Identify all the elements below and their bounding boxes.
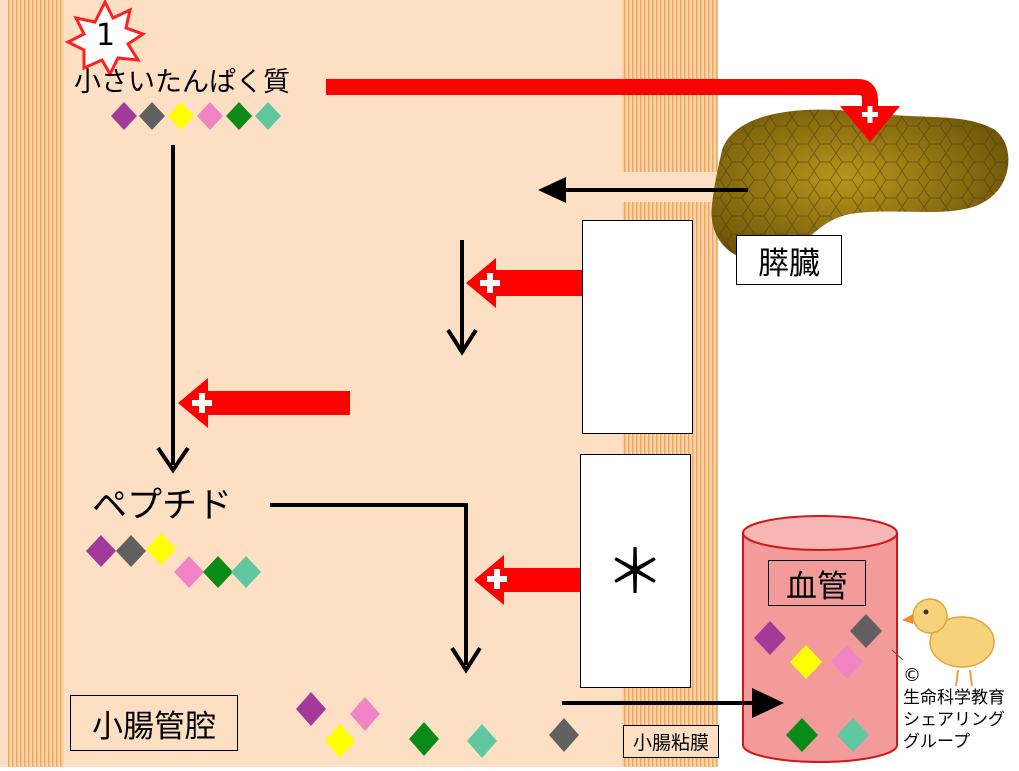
- enzyme-box-upper: [582, 220, 693, 434]
- arrow-protein-to-peptide-head: [156, 446, 190, 474]
- credit-line-3: グループ: [903, 732, 970, 752]
- arrow-peptide-down-head: [450, 646, 482, 674]
- plus-icon: [487, 569, 507, 589]
- blood-vessel-illustration: [742, 515, 898, 763]
- amino-acids-peptide: [86, 533, 261, 588]
- pancreas-label: 膵臓: [736, 235, 842, 285]
- arrow-absorption-head: [752, 688, 784, 718]
- intestinal-mucosa-label: 小腸粘膜: [623, 725, 719, 758]
- enzyme-box-lower: ＊: [580, 454, 691, 688]
- left-intestinal-wall: [8, 0, 64, 767]
- red-arrow-middle: [178, 378, 350, 428]
- pancreatic-duct-opening: [622, 172, 718, 202]
- amino-acids-blood: [754, 614, 882, 752]
- asterisk-mark: ＊: [605, 538, 665, 608]
- flow-arrows: [156, 145, 748, 674]
- credit-line-1: 生命科学教育: [903, 688, 1005, 708]
- intestinal-lumen-label: 小腸管腔: [70, 695, 238, 751]
- arrow-short-down-head: [446, 328, 478, 356]
- credit-line-2: シェアリング: [903, 710, 1005, 730]
- amino-acids-lumen: [296, 692, 579, 758]
- starburst-icon: [64, 0, 147, 78]
- red-arrow-lower: [474, 555, 580, 605]
- amino-acids-protein: [111, 102, 281, 130]
- arrow-from-pancreas-head: [538, 177, 566, 203]
- step-number: 1: [96, 18, 116, 53]
- copyright-symbol: ©: [903, 665, 921, 686]
- plus-icon: [480, 273, 500, 293]
- small-protein-label: 小さいたんぱく質: [74, 67, 290, 98]
- peptide-label: ペプチド: [92, 486, 233, 526]
- arrow-peptide-down: [270, 503, 468, 665]
- pancreas-illustration: [711, 109, 1009, 262]
- plus-icon: [862, 106, 878, 123]
- blood-vessel-label: 血管: [768, 560, 866, 606]
- red-pathway-arrow: [326, 79, 900, 142]
- chick-icon: [891, 598, 995, 687]
- plus-icon: [192, 393, 212, 413]
- plus-icons: [192, 106, 878, 589]
- red-arrow-upper: [466, 258, 582, 308]
